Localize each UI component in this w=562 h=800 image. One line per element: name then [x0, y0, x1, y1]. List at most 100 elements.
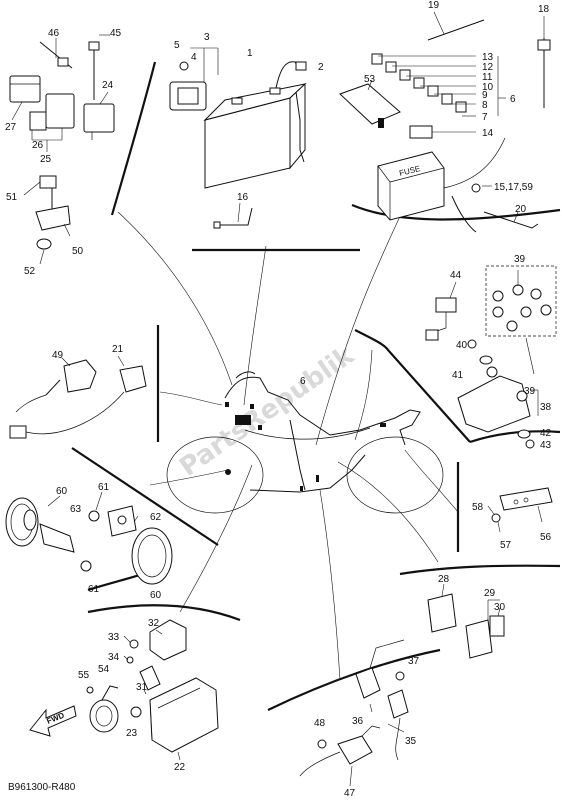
leader-reflector: [149, 469, 229, 486]
callout-3: 3: [204, 32, 210, 43]
relay-29: [465, 619, 493, 659]
leader-relay: [354, 349, 373, 441]
callout-48: 48: [314, 718, 326, 729]
section-dividers: [71, 61, 561, 711]
fwd-arrow-icon: [29, 705, 77, 737]
callout-8: 8: [482, 100, 488, 111]
frame-down-tube: [289, 419, 306, 491]
leader-ecu: [179, 464, 253, 613]
bolt-33: [129, 639, 139, 649]
callout-45: 45: [110, 28, 122, 39]
leader-lower: [319, 489, 341, 681]
divider-reflector-top: [71, 447, 219, 546]
callout-27: 27: [5, 122, 17, 133]
callout-10: 10: [482, 82, 494, 93]
watermark-text: PartsRepublik: [174, 340, 360, 483]
fuse-12: [385, 61, 397, 73]
connector-44: [435, 297, 457, 313]
bracket-36: [355, 667, 381, 699]
callout-5: 5: [174, 40, 180, 51]
callout-11: 11: [482, 72, 493, 83]
relay-28: [427, 593, 457, 633]
callout-18: 18: [538, 4, 550, 15]
assembly-leaders: [117, 211, 459, 681]
relay-30: [489, 615, 505, 637]
starter-relay-4: [177, 87, 199, 105]
fuse-cover-53: [339, 83, 401, 125]
leader-cdi: [337, 461, 439, 563]
divider-top-left: [110, 61, 157, 216]
relay-26-small: [29, 111, 47, 131]
callout-34: 34: [108, 652, 120, 663]
harness-21: [25, 391, 125, 435]
callout-38: 38: [540, 402, 552, 413]
fuse-box-harness: [443, 137, 506, 189]
damper-41: [479, 355, 493, 365]
main-harness: [244, 427, 371, 440]
bolt-61-b: [88, 510, 100, 522]
callout-55: 55: [78, 670, 90, 681]
center-connector-1: [225, 402, 229, 407]
callout-2: 2: [318, 62, 324, 73]
callout-31: 31: [136, 682, 148, 693]
callout-57: 57: [500, 540, 512, 551]
group-ecu: [86, 619, 219, 761]
switch-51-cap: [39, 175, 57, 189]
relay-26-large: [45, 93, 75, 129]
bolt-15: [471, 183, 481, 193]
frame-top-rail: [224, 376, 421, 446]
callout-12: 12: [482, 62, 494, 73]
bolt-23: [130, 706, 142, 718]
motorcycle-frame: [166, 371, 444, 514]
callout-29: 29: [484, 588, 496, 599]
relay-kit-box: [485, 265, 557, 337]
washer-34: [126, 656, 134, 664]
callout-39-top: 39: [514, 254, 526, 265]
battery-terminal-pos: [269, 87, 281, 95]
battery-lead-2: [275, 61, 301, 89]
group-relays-right: [427, 583, 505, 659]
battery-side: [289, 82, 306, 170]
reflector-60-b: [131, 527, 173, 585]
connector-21: [119, 365, 147, 393]
leader-top-left: [117, 211, 233, 386]
callout-43: 43: [540, 440, 552, 451]
center-connector-3: [258, 425, 262, 430]
divider-relay-left: [354, 329, 471, 443]
callout-19: 19: [428, 0, 440, 11]
group-fuse-box: FUSE: [339, 11, 551, 233]
fuse-7: [455, 101, 467, 113]
callout-56: 56: [540, 532, 552, 543]
group-battery: [169, 47, 307, 229]
leader-fuse: [315, 211, 403, 446]
callout-24: 24: [102, 80, 114, 91]
callout-52: 52: [24, 266, 36, 277]
callout-35: 35: [405, 736, 417, 747]
callout-6-frame: 6: [300, 376, 306, 387]
group-relay-unit: [425, 265, 557, 449]
group-horn: [9, 355, 147, 439]
leader-horn: [159, 391, 223, 406]
center-ground-point: [225, 469, 231, 475]
screw-5: [179, 61, 189, 71]
center-connector-5: [316, 475, 319, 482]
fuse-9: [427, 85, 439, 97]
leader-plate: [404, 449, 459, 513]
fuse-14: [409, 125, 433, 139]
callout-22: 22: [174, 762, 186, 773]
center-connector-2: [250, 404, 254, 409]
damper-31: [139, 665, 161, 691]
callout-1: 1: [247, 48, 253, 59]
switch-35: [387, 689, 409, 719]
nut-61-a: [80, 560, 92, 572]
callout-63: 63: [70, 504, 82, 515]
callout-4: 4: [191, 52, 197, 63]
divider-fuse-bottom: [351, 203, 561, 221]
bracket-32: [149, 619, 187, 661]
nut-52: [36, 238, 52, 250]
callout-labels: 1 2 3 4 5 6 6 7 8 9 10 11 12 13 14 15,17…: [5, 0, 552, 799]
callout-26: 26: [32, 140, 44, 151]
fuse-box: [377, 151, 445, 221]
callout-62: 62: [150, 512, 162, 523]
relay-24: [83, 103, 115, 133]
